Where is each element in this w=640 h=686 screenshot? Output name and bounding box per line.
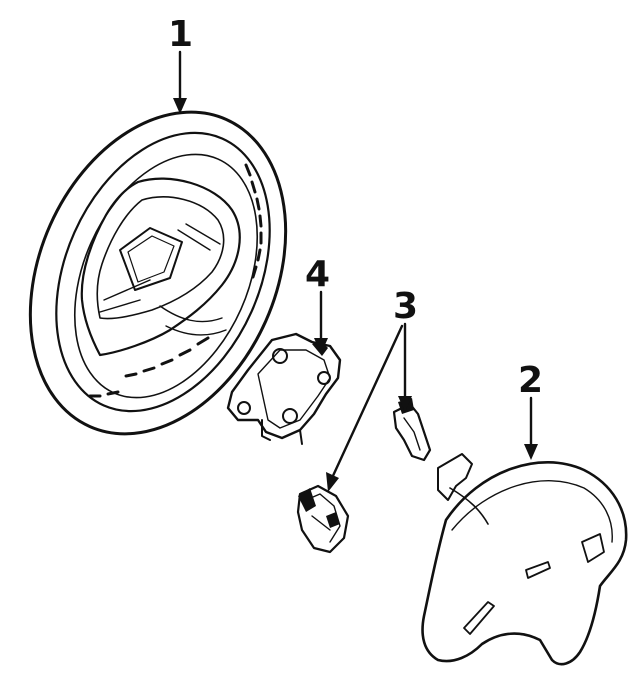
leader-3 (326, 322, 412, 492)
callout-2: 2 (518, 360, 543, 401)
callout-4: 4 (305, 254, 330, 295)
bracket (226, 332, 342, 445)
leader-1 (173, 50, 187, 114)
callout-3: 3 (393, 286, 418, 327)
airbag-cover (421, 453, 628, 666)
callout-1: 1 (168, 14, 193, 55)
clip-upper (392, 398, 432, 462)
clip-lower (296, 484, 350, 554)
leader-2 (524, 396, 538, 460)
leader-4 (314, 290, 328, 354)
steering-wheel (28, 110, 288, 436)
